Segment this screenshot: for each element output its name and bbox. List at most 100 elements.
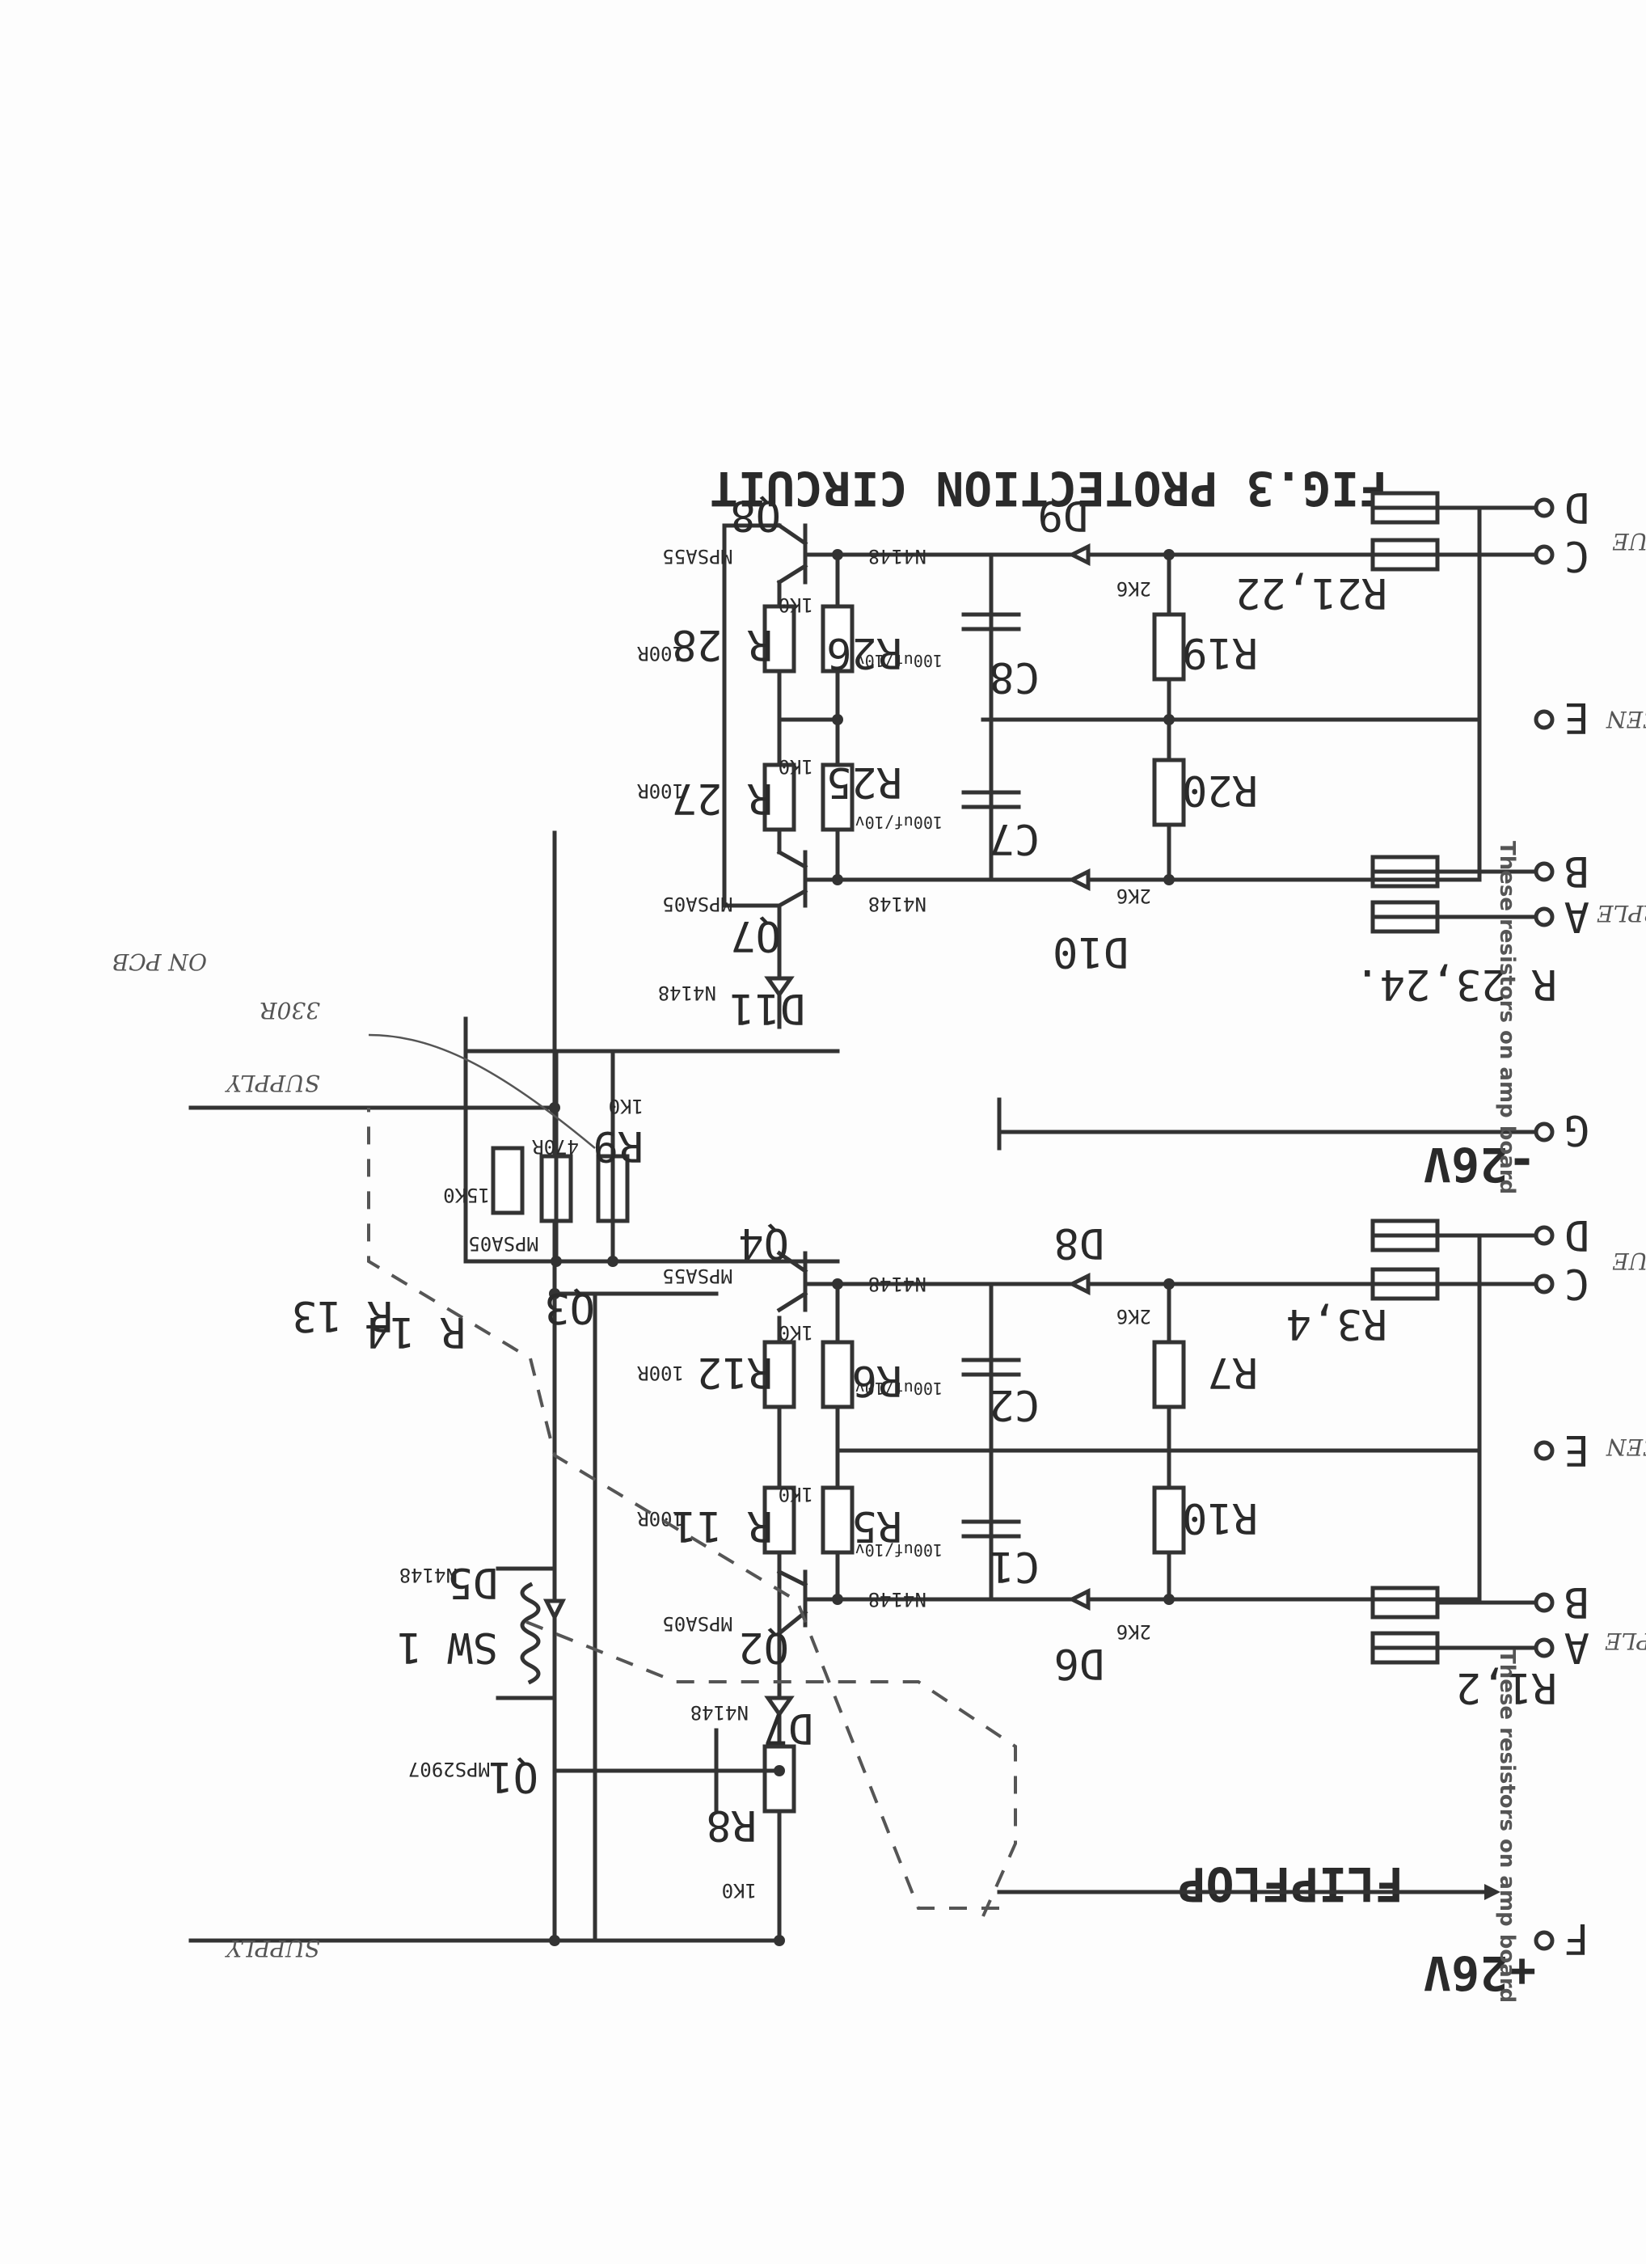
- label-q4-type: MPSA55: [662, 1265, 732, 1287]
- resistor-r25: [821, 762, 855, 832]
- label-r6: R6: [851, 1356, 902, 1404]
- label-c1-value: 100uf/10v: [855, 1540, 943, 1560]
- relay-linkage-2: [513, 1615, 1017, 1917]
- hw-supply-upper: SUPPLY: [225, 1070, 320, 1096]
- hw-arrow: [368, 1033, 596, 1149]
- label-d6-type: N4148: [868, 1588, 926, 1611]
- terminal-g: G: [1564, 1105, 1589, 1154]
- label-q1-type: MPS2907: [408, 1758, 490, 1780]
- label-q1: Q1: [487, 1752, 538, 1801]
- label-c8: C8: [989, 653, 1040, 701]
- label-r25-value: 1K0: [779, 755, 813, 778]
- resistor-r10: [1152, 1485, 1186, 1555]
- terminal-e-upper: E: [1564, 693, 1589, 741]
- label-r20-value: 2K6: [1116, 885, 1151, 907]
- label-c2: C2: [989, 1380, 1040, 1429]
- label-c2-value: 100uf/10v: [855, 1379, 943, 1398]
- label-d10: D10: [1053, 927, 1129, 976]
- note-lower: These resistors on amp board: [1495, 1649, 1519, 2003]
- label-q3-type: MPSA05: [468, 1232, 538, 1255]
- hw-supply-lower: SUPPLY: [225, 1935, 320, 1962]
- resistor-r5: [821, 1485, 855, 1555]
- resistor-r13: [491, 1146, 525, 1215]
- label-q7-type: MPSA05: [662, 893, 732, 915]
- label-r10-value: 2K6: [1116, 1620, 1151, 1643]
- label-d9-type: N4148: [868, 545, 926, 568]
- hw-purple-lower: PURPLE: [1605, 1628, 1646, 1654]
- label-r3-4: R3,4: [1286, 1299, 1387, 1348]
- note-upper: These resistors on amp board: [1495, 841, 1519, 1194]
- terminal-d-lower: D: [1564, 1210, 1589, 1259]
- label-d7-type: N4148: [690, 1701, 749, 1724]
- label-r27: R 27: [672, 774, 773, 822]
- resistor-r27: [762, 762, 796, 832]
- label-r19-value: 2K6: [1116, 577, 1151, 600]
- label-q2: Q2: [738, 1623, 789, 1671]
- label-sw1: SW 1: [397, 1623, 498, 1671]
- label-c7: C7: [989, 814, 1040, 863]
- label-r9: R9: [593, 1121, 644, 1170]
- label-r26-value: 1K0: [779, 593, 813, 616]
- label-d10-type: N4148: [868, 893, 926, 915]
- label-r12: R12: [697, 1348, 773, 1396]
- resistor-r1-b: [1370, 1586, 1440, 1620]
- terminals: D C E B A G D C E B A F -26V +26V FLIPFL…: [997, 483, 1589, 2000]
- label-r6-value: 1K0: [779, 1321, 813, 1344]
- label-d9: D9: [1037, 491, 1088, 539]
- label-q4: Q4: [738, 1218, 789, 1267]
- label-r19: R19: [1182, 628, 1258, 677]
- label-d8: D8: [1053, 1218, 1104, 1267]
- resistor-r28: [762, 604, 796, 674]
- terminal-c-lower: C: [1564, 1259, 1589, 1307]
- rail-plus-26v: +26V: [1423, 1945, 1536, 2000]
- label-d11: D11: [729, 984, 805, 1033]
- flipflop-label: FLIPFLOP: [1178, 1856, 1403, 1911]
- label-r11: R 11: [672, 1501, 773, 1550]
- label-d5: D5: [447, 1558, 498, 1607]
- hw-on-pcb: ON PCB: [112, 948, 207, 975]
- label-r14-value: 470R: [532, 1135, 579, 1158]
- label-r12-value: 100R: [637, 1362, 684, 1384]
- label-q8: Q8: [730, 491, 781, 539]
- label-r7: R7: [1207, 1348, 1258, 1396]
- label-d7: D7: [762, 1704, 813, 1752]
- resistor-r12: [762, 1340, 796, 1409]
- middle-section: R 13 15K0 R 14 470R R9 1K0 Q3 MPSA05: [188, 1016, 1538, 1356]
- label-r13: R 13: [292, 1291, 393, 1340]
- label-r28: R 28: [672, 620, 773, 669]
- resistor-r20: [1152, 758, 1186, 827]
- terminal-b-lower: B: [1564, 1577, 1589, 1626]
- terminal-d-upper: D: [1564, 483, 1589, 531]
- terminal-e-lower: E: [1564, 1425, 1589, 1474]
- label-r14: R 14: [365, 1307, 466, 1356]
- resistor-r6: [821, 1340, 855, 1409]
- label-r21-22: R21,22: [1235, 568, 1387, 617]
- upper-channel: R 23,24. R21,22 R19 R20 2K6 2K6 C8 C7 10…: [637, 491, 1557, 1033]
- resistor-r19: [1152, 612, 1186, 682]
- label-r5-value: 1K0: [779, 1483, 813, 1506]
- label-d6: D6: [1053, 1639, 1104, 1687]
- label-c7-value: 100uf/10v: [855, 813, 943, 832]
- label-r7-value: 2K6: [1116, 1305, 1151, 1328]
- hw-blue-upper: BLUE: [1612, 528, 1646, 555]
- label-q2-type: MPSA05: [662, 1612, 732, 1635]
- label-r25: R25: [826, 758, 902, 806]
- resistor-r8: [762, 1744, 796, 1814]
- rotated-drawing: FIG.3 PROTECTION CIRCUIT: [188, 461, 1589, 2003]
- label-r5: R5: [851, 1501, 902, 1550]
- terminal-c-upper: C: [1564, 531, 1589, 580]
- label-c8-value: 100uf/10v: [855, 651, 943, 670]
- label-r10: R10: [1182, 1493, 1258, 1542]
- terminal-b-upper: B: [1564, 847, 1589, 895]
- lower-channel: R1,2 R3,4 R7 R10 2K6 2K6 C2 C1 100uf/10v…: [188, 830, 1557, 1946]
- resistor-r26: [821, 604, 855, 674]
- resistor-r11: [762, 1485, 796, 1555]
- label-c1: C1: [989, 1542, 1040, 1590]
- label-r1-2: R1,2: [1456, 1663, 1557, 1712]
- terminal-f: F: [1564, 1914, 1589, 1962]
- label-q7: Q7: [730, 911, 781, 960]
- hw-green-lower: GREEN: [1606, 1434, 1646, 1460]
- label-r8-value: 1K0: [722, 1879, 757, 1902]
